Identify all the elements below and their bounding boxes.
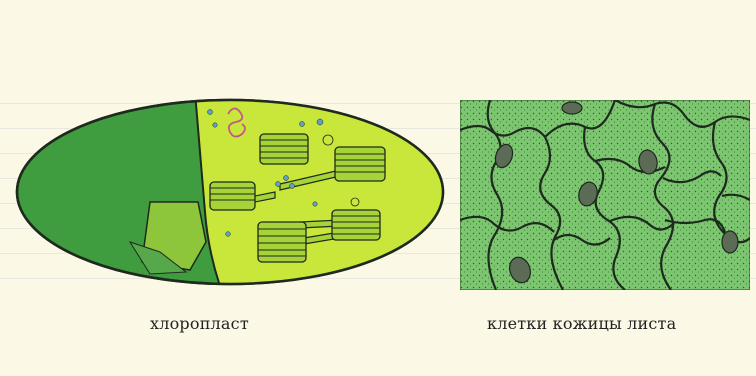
granum-stack	[332, 210, 380, 240]
leaf-cells-caption: клетки кожицы листа	[487, 314, 676, 333]
granum-stack	[258, 222, 306, 262]
chloroplast-caption: хлоропласт	[150, 314, 249, 333]
granum-stack	[260, 134, 308, 164]
granum-stack	[335, 147, 385, 181]
cell-tissue-background	[460, 100, 750, 290]
chloroplast-illustration	[10, 92, 450, 292]
leaf-epidermis-illustration	[460, 100, 750, 290]
granum-stack	[210, 182, 255, 210]
